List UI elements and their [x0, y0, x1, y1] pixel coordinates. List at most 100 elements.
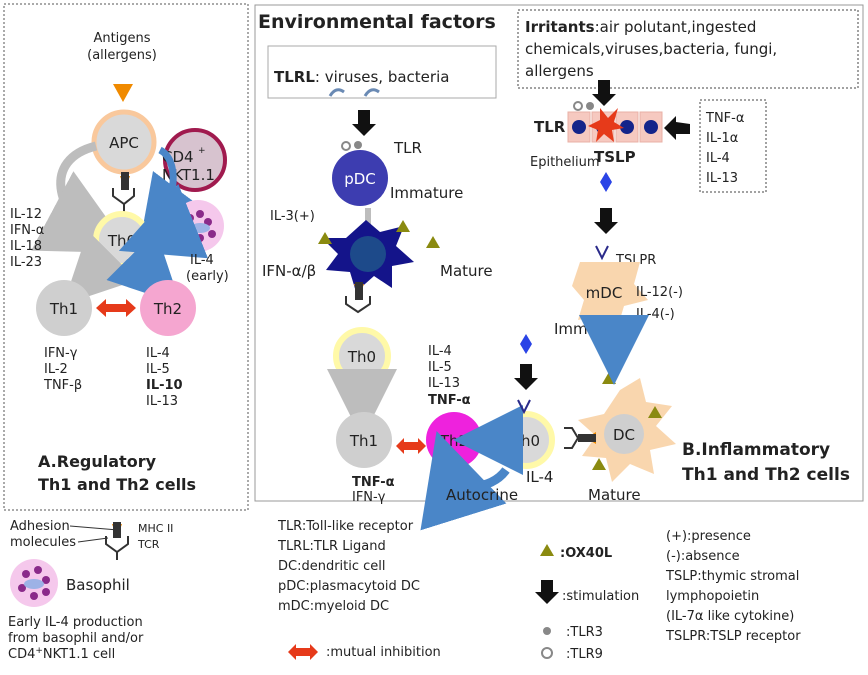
th2-cytokine-2: IL-5 [146, 362, 170, 377]
tslp-stim-arrow [594, 208, 618, 234]
apc-label: APC [109, 134, 139, 152]
tcr-label: TCR [137, 538, 160, 551]
panel-b-frame [254, 4, 864, 502]
irritants-line-1: Irritants:air polutant,ingested [525, 18, 756, 36]
tlr3-label: :TLR3 [566, 625, 603, 640]
ox40l-6 [592, 458, 606, 470]
cd4-sup: + [198, 146, 206, 156]
tslpr-mark [595, 245, 609, 261]
mutual-label: :mutual inhibition [326, 645, 441, 660]
abbr-3: DC:dendritic cell [278, 559, 386, 574]
tcr-mark-th0 [517, 399, 531, 415]
irritants-stim-arrow [592, 80, 616, 106]
th1b-cytokine-1: TNF-α [352, 475, 395, 490]
irritants-box [517, 9, 859, 89]
stim-label: :stimulation [562, 589, 639, 604]
mhc-label: MHC II [138, 522, 173, 535]
panel-b-title-2: Th1 and Th2 cells [682, 465, 850, 485]
tlr-label: TLR [393, 139, 422, 157]
mature-pdc-cell [322, 220, 414, 292]
th0-to-th2-arrow [106, 230, 181, 305]
cyt-box-4: IL-13 [706, 171, 738, 186]
apc-th0-synapse [112, 172, 135, 212]
tslp-diamond-b [520, 334, 532, 354]
apc-to-th0-arrow [31, 141, 132, 254]
tlrl-box [267, 45, 497, 99]
ox40l-label: :OX40L [560, 546, 612, 561]
th2b-cytokine-2: IL-5 [428, 360, 452, 375]
th1-cytokine-3: TNF-β [43, 378, 82, 393]
cyt-box-3: IL-4 [706, 151, 730, 166]
ifn-ab-label: IFN-α/β [262, 262, 316, 280]
tlr-epi-label: TLR [534, 118, 566, 136]
panel-b-title: B.Inflammatory [682, 440, 830, 460]
th1-cytokine-2: IL-2 [44, 362, 68, 377]
left-cytokine-2: IFN-α [10, 223, 44, 238]
ox40l-5 [648, 406, 662, 418]
th2b-cytokine-3: IL-13 [428, 376, 460, 391]
tslp-diamond [600, 172, 612, 192]
th0-to-th1-arrow [63, 230, 138, 305]
legend-mutual-arrow [288, 644, 318, 660]
legend-stim-icon [535, 580, 559, 604]
th1-cytokine-1: IFN-γ [44, 346, 78, 361]
th1-b-label: Th1 [349, 432, 378, 450]
def-6: TSLPR:TSLP receptor [665, 629, 801, 644]
env-title: Environmental factors [258, 11, 496, 33]
def-3: TSLP:thymic stromal [665, 569, 799, 584]
irritants-line-2: chemicals,viruses,bacteria, fungi, [525, 40, 777, 58]
panel-a-frame [3, 3, 249, 511]
th0-left-label: Th0 [347, 348, 376, 366]
abbr-5: mDC:myeloid DC [278, 599, 389, 614]
immature-pdc: Immature [390, 184, 463, 202]
il4-early-2: (early) [186, 269, 229, 284]
cyt-box-1: TNF-α [705, 111, 744, 126]
th2-label: Th2 [153, 300, 182, 318]
pdc-cell [332, 150, 388, 206]
early-line-3: CD4+NKT1.1 cell [8, 646, 115, 662]
abbr-4: pDC:plasmacytoid DC [278, 579, 420, 594]
mutual-inhibition-arrow-a [96, 299, 136, 317]
autocrine-label: Autocrine [446, 486, 518, 504]
def-2: (-):absence [666, 549, 740, 564]
abbr-2: TLRL:TLR Ligand [277, 539, 386, 554]
th1-cell [36, 280, 92, 336]
adhesion-label-2: molecules [10, 535, 76, 550]
legend-tlr9-icon [541, 647, 553, 659]
cyt-box-2: IL-1α [706, 131, 738, 146]
th2-cell [140, 280, 196, 336]
il4-b-label: IL-4 [526, 468, 553, 486]
basophil-a [172, 200, 224, 252]
legend-synapse-icon [69, 522, 129, 560]
th0r-stim-arrow [514, 364, 538, 390]
mdc-cell [572, 262, 648, 326]
tslp-label: TSLP [594, 148, 636, 166]
th1-label: Th1 [49, 300, 78, 318]
epithelium-label: Epithelium [530, 155, 600, 170]
th0-right-label: Th0 [511, 432, 540, 450]
def-1: (+):presence [666, 529, 751, 544]
mdc-cyt-2: IL-4(-) [636, 307, 675, 322]
autocrine-arrow [420, 431, 510, 531]
early-line-1: Early IL-4 production [8, 615, 143, 630]
dc-label: DC [613, 426, 635, 444]
left-cytokines: IL-12 [10, 207, 42, 222]
il3-label: IL-3(+) [270, 209, 315, 224]
mature-pdc-label: Mature [440, 262, 493, 280]
mature-dc-cell [578, 378, 676, 482]
ox40l-4 [602, 372, 616, 384]
epithelium-row [567, 108, 663, 143]
viruses-icon [328, 88, 380, 97]
ox40l-3 [426, 236, 440, 248]
tlr9-epi [573, 101, 583, 111]
mature-dc-label: Mature [588, 486, 641, 504]
tlr9-receptor [341, 141, 351, 151]
tlr3-receptor [354, 141, 362, 149]
mdc-label: mDC [586, 284, 623, 302]
cytokines-box [699, 99, 767, 193]
il4-early: IL-4 [190, 253, 214, 268]
legend-ox40l-icon [540, 544, 554, 556]
left-cytokine-3: IL-18 [10, 239, 42, 254]
def-5: (IL-7α like cytokine) [666, 609, 794, 624]
